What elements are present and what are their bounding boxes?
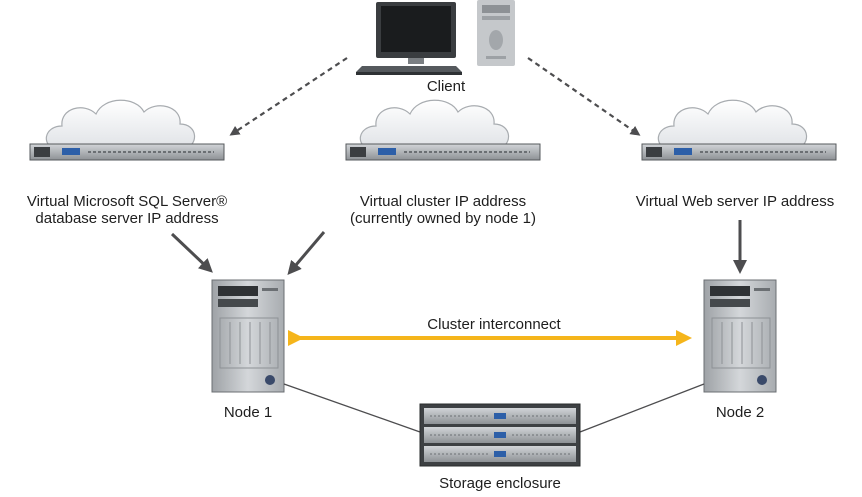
storage-enclosure-icon — [419, 403, 581, 467]
cluster-to-node1-arrow — [287, 231, 326, 276]
web-cloud — [657, 99, 808, 151]
node1-tower-icon — [211, 279, 285, 393]
sql-to-node1-arrow — [170, 232, 213, 273]
cluster-rack-server-icon — [345, 143, 541, 161]
client-to-sql-arrow — [229, 57, 348, 136]
storage-enclosure-label: Storage enclosure — [439, 475, 561, 492]
node2-label: Node 2 — [715, 404, 765, 421]
sql-server-label-line1: Virtual Microsoft SQL Server® — [26, 193, 228, 210]
node1-label: Node 1 — [223, 404, 273, 421]
sql-server-label-line2: database server IP address — [35, 210, 219, 227]
cluster-ip-label-line2: (currently owned by node 1) — [350, 210, 536, 227]
node1-storage-link — [283, 383, 421, 433]
cluster-ip-label: Virtual cluster IP address (currently ow… — [316, 193, 570, 227]
client-label: Client — [426, 78, 466, 95]
client-to-web-arrow — [527, 57, 641, 136]
sql-server-label: Virtual Microsoft SQL Server® database s… — [0, 193, 254, 227]
client-computer-icon — [356, 0, 515, 75]
node2-tower-icon — [703, 279, 777, 393]
sql-rack-server-icon — [29, 143, 225, 161]
cluster-ip-label-line1: Virtual cluster IP address — [359, 193, 527, 210]
cluster-interconnect-label: Cluster interconnect — [427, 316, 561, 333]
web-rack-server-icon — [641, 143, 837, 161]
sql-cloud — [45, 99, 196, 151]
web-server-label: Virtual Web server IP address — [635, 193, 835, 210]
cluster-cloud — [359, 99, 510, 151]
node2-storage-link — [579, 383, 705, 433]
